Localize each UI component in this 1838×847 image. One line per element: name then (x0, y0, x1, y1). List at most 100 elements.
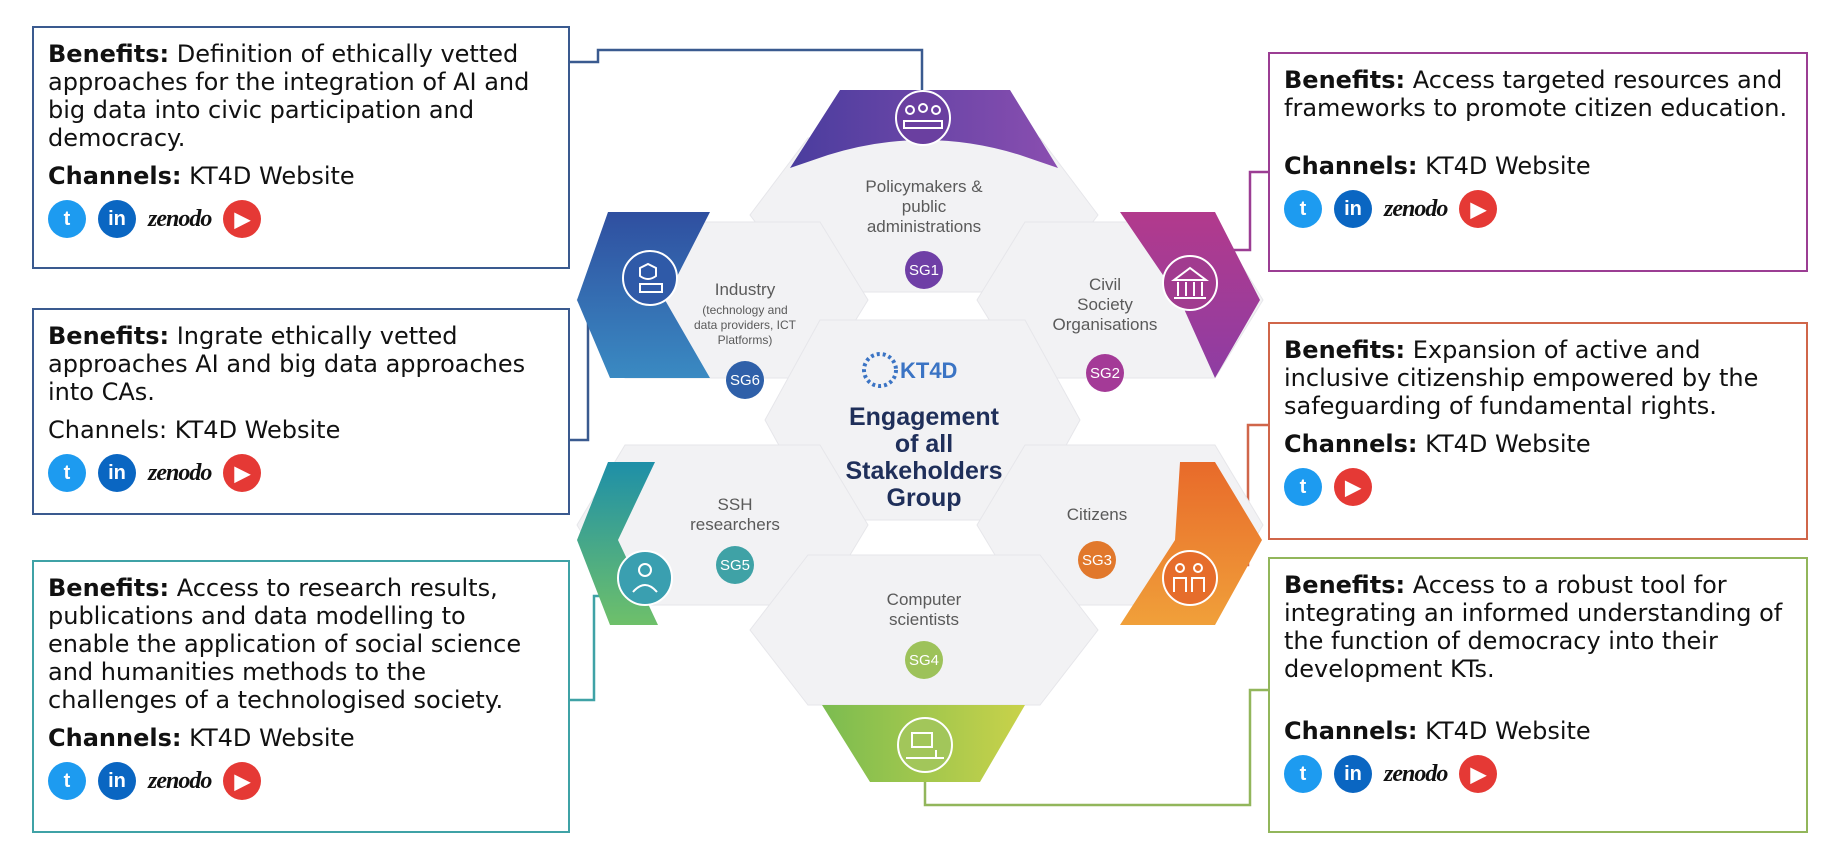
svg-text:Computer: Computer (887, 590, 962, 609)
benefits-box-sg5: Benefits: Access to research results, pu… (32, 560, 570, 833)
benefits-description: Definition of ethically vetted approache… (48, 40, 530, 152)
hex-tile-sg2 (976, 221, 1264, 379)
linkedin-icon[interactable]: in (98, 200, 136, 238)
youtube-icon[interactable]: ▶ (1334, 468, 1372, 506)
svg-text:Society: Society (1077, 295, 1133, 314)
badge-sg4: SG4 (905, 641, 943, 679)
wedge-sg3 (1120, 462, 1262, 625)
badge-sg6: SG6 (726, 361, 764, 399)
channels-value: KT4D Website (189, 724, 355, 752)
benefits-box-sg4: Benefits: Access to a robust tool for in… (1268, 557, 1808, 833)
channels-value: KT4D Website (189, 162, 355, 190)
group-label-sg1: Policymakers & public administrations (865, 177, 983, 236)
svg-text:Group: Group (887, 484, 962, 512)
channels-label: Channels: (1284, 717, 1418, 745)
linkedin-icon[interactable]: in (1334, 190, 1372, 228)
benefits-text: Benefits: Ingrate ethically vetted appro… (48, 322, 554, 406)
benefits-text: Benefits: Expansion of active and inclus… (1284, 336, 1792, 420)
group-label-sg3: Citizens (1067, 505, 1127, 524)
badge-sg5: SG5 (716, 546, 754, 584)
wedge-sg1 (790, 90, 1058, 168)
twitter-icon[interactable]: t (48, 200, 86, 238)
benefits-label: Benefits: (1284, 336, 1406, 364)
twitter-icon[interactable]: t (1284, 755, 1322, 793)
zenodo-icon[interactable]: zenodo (1384, 195, 1448, 222)
linkedin-icon[interactable]: in (98, 454, 136, 492)
svg-text:SG5: SG5 (720, 557, 750, 574)
svg-text:KT4D: KT4D (900, 358, 957, 383)
svg-text:of all: of all (895, 430, 953, 458)
twitter-icon[interactable]: t (1284, 468, 1322, 506)
svg-text:SSH: SSH (718, 495, 753, 514)
channels-text: Channels: KT4D Website (1284, 717, 1792, 745)
zenodo-icon[interactable]: zenodo (148, 459, 212, 486)
channels-value: KT4D Website (1425, 717, 1591, 745)
svg-text:Engagement: Engagement (849, 403, 1000, 431)
svg-text:Stakeholders: Stakeholders (845, 457, 1002, 485)
svg-text:SG6: SG6 (730, 372, 760, 389)
hex-tile-sg4 (749, 554, 1099, 706)
channels-value: KT4D Website (174, 416, 341, 444)
social-icons: t in zenodo ▶ (1284, 755, 1792, 793)
svg-text:SG4: SG4 (909, 652, 939, 669)
hex-tile-center (764, 319, 1081, 521)
channels-label: Channels: (1284, 430, 1418, 458)
zenodo-icon[interactable]: zenodo (1384, 760, 1448, 787)
youtube-icon[interactable]: ▶ (223, 762, 262, 800)
badge-sg1: SG1 (905, 251, 943, 289)
badge-sg2: SG2 (1086, 354, 1124, 392)
twitter-icon[interactable]: t (1284, 190, 1322, 228)
zenodo-icon[interactable]: zenodo (148, 205, 212, 232)
wedge-sg2 (1120, 212, 1260, 378)
channels-value: KT4D Website (1425, 430, 1591, 458)
social-icons: t ▶ (1284, 468, 1792, 506)
wedge-sg5 (577, 462, 658, 625)
svg-text:researchers: researchers (690, 515, 780, 534)
linkedin-icon[interactable]: in (1334, 755, 1372, 793)
benefits-description: Access targeted resources and frameworks… (1284, 66, 1788, 122)
security-server-icon (622, 250, 678, 306)
benefits-text: Benefits: Definition of ethically vetted… (48, 40, 554, 152)
benefits-label: Benefits: (48, 574, 170, 602)
channels-text: Channels: KT4D Website (48, 724, 554, 752)
connector-sg1 (570, 48, 924, 90)
zenodo-icon[interactable]: zenodo (148, 767, 212, 794)
benefits-description: Access to research results, publications… (48, 574, 522, 714)
social-icons: t in zenodo ▶ (48, 454, 554, 492)
youtube-icon[interactable]: ▶ (223, 454, 262, 492)
benefits-text: Benefits: Access to research results, pu… (48, 574, 554, 714)
social-icons: t in zenodo ▶ (48, 762, 554, 800)
benefits-label: Benefits: (1284, 66, 1406, 94)
channels-value: KT4D Website (1425, 152, 1591, 180)
center-title: Engagement of all Stakeholders Group (845, 403, 1002, 512)
svg-text:Organisations: Organisations (1053, 315, 1158, 334)
twitter-icon[interactable]: t (48, 454, 86, 492)
svg-text:scientists: scientists (889, 610, 959, 629)
channels-label: Channels: (1284, 152, 1418, 180)
linkedin-icon[interactable]: in (98, 762, 136, 800)
researcher-icon (617, 550, 673, 606)
benefits-description: Expansion of active and inclusive citize… (1284, 336, 1759, 420)
twitter-icon[interactable]: t (48, 762, 86, 800)
benefits-label: Benefits: (48, 40, 170, 68)
channels-text: Channels: KT4D Website (48, 416, 554, 444)
youtube-icon[interactable]: ▶ (1459, 190, 1498, 228)
meeting-icon (895, 90, 951, 146)
connector-sg2 (1215, 170, 1268, 252)
channels-label: Channels: (48, 724, 182, 752)
svg-text:SG2: SG2 (1090, 365, 1120, 382)
social-icons: t in zenodo ▶ (1284, 190, 1792, 228)
channels-text: Channels: KT4D Website (48, 162, 554, 190)
hex-tile-sg6 (576, 221, 869, 379)
government-building-icon (1162, 255, 1218, 311)
computer-user-icon (897, 717, 953, 773)
svg-text:Industry: Industry (715, 280, 776, 299)
benefits-box-sg1: Benefits: Definition of ethically vetted… (32, 26, 570, 269)
group-label-sg5: SSH researchers (690, 495, 780, 534)
svg-text:(technology and: (technology and (702, 303, 787, 317)
benefits-box-sg3: Benefits: Expansion of active and inclus… (1268, 322, 1808, 540)
youtube-icon[interactable]: ▶ (223, 200, 262, 238)
youtube-icon[interactable]: ▶ (1459, 755, 1498, 793)
connector-sg6 (570, 276, 612, 442)
